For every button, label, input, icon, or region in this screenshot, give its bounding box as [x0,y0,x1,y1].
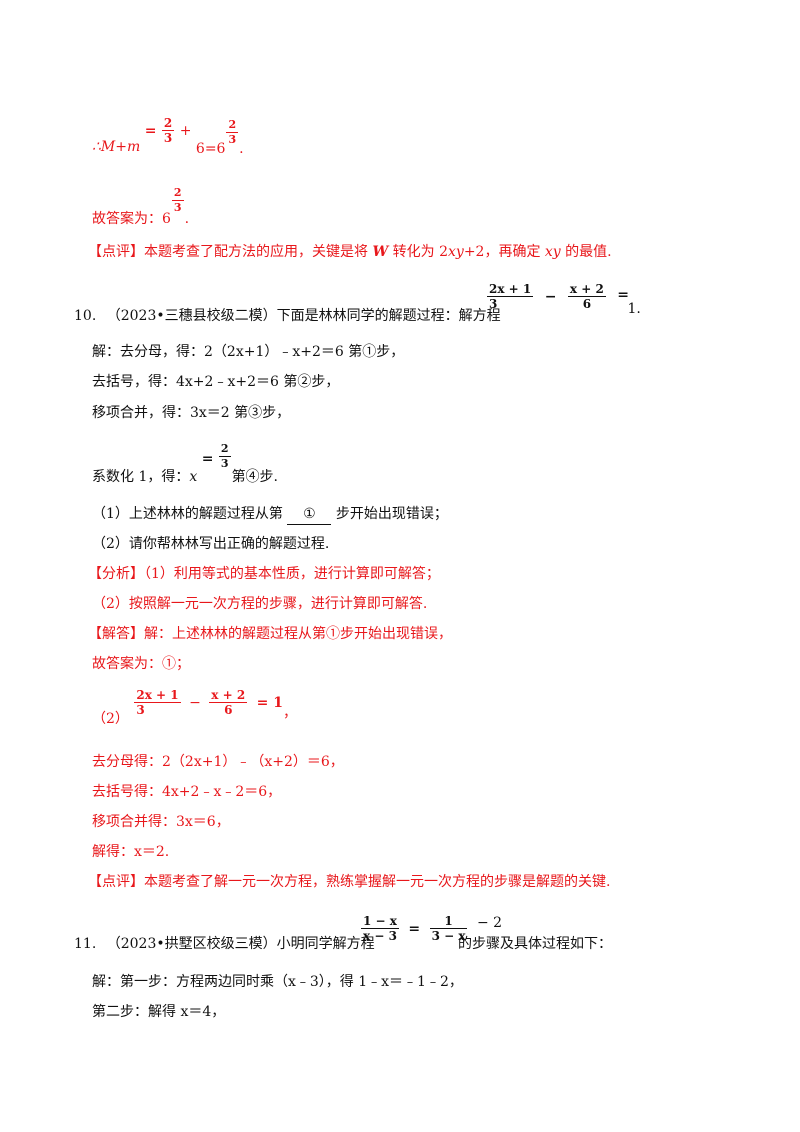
m-plus-m-prefix: ∴M+m [92,138,141,155]
q11-intro-end: 的步骤及具体过程如下： [458,936,612,952]
q10-analysis-1: 【分析】（1）利用等式的基本性质，进行计算即可解答； [88,566,440,582]
m-plus-m-exponent: 2 3 [226,118,239,146]
q11-eq-fraction-2: 1 3 − x [429,914,468,943]
q10-solution-equation: （2） 2x + 1 3 − x + 2 6 = 1， [92,688,298,727]
m-plus-m-plus: + [179,122,192,139]
q10-eq-fraction-2: x + 2 6 [567,282,606,311]
q10-part-1: （1）上述林林的解题过程从第 ① 步开始出现错误； [92,504,448,525]
q10-sol-fraction-1: 2x + 1 3 [134,688,181,717]
q10-solution-step-2: 去括号得：4x+2﹣x﹣2＝6， [92,784,282,800]
q11-intro: （2023•拱墅区校级三模）小明同学解方程 [106,936,375,952]
q10-sol-fraction-2: x + 2 6 [209,688,248,717]
q10-comment-tag: 【点评】 [88,874,144,890]
prev-answer-end: . [184,210,190,227]
q10-number: 10. [74,308,97,324]
q10-equation: 2x + 1 3 − x + 2 6 = 1. [487,282,641,317]
m-plus-m-equals: = [144,122,157,139]
prev-answer-line: 故答案为：6 2 3 . [92,186,189,227]
q10-analysis-tag: 【分析】 [88,566,144,582]
q11-equation: 1 − x x − 3 = 1 3 − x − 2 [361,914,503,943]
q10-answer-1: 【解答】解：上述林林的解题过程从第①步开始出现错误， [88,626,452,642]
q10-step-1: 解：去分母，得：2（2x+1）﹣x+2＝6 第①步， [92,344,405,360]
q10-step-4: 系数化 1，得：x = 2 3 第④步. [92,442,279,485]
q10-intro-line: 10. （2023•三穗县校级二模）下面是林林同学的解题过程：解方程 [74,306,501,326]
prev-comment-tag: 【点评】 [88,244,144,260]
q10-step-3: 移项合并，得：3x＝2 第③步， [92,405,291,421]
q10-part-2: （2）请你帮林林写出正确的解题过程. [92,536,330,552]
q10-intro: （2023•三穗县校级二模）下面是林林同学的解题过程：解方程 [106,308,501,324]
prev-answer-label: 故答案为：6 [92,210,171,227]
q10-comment: 【点评】本题考查了解一元一次方程，熟练掌握解一元一次方程的步骤是解题的关键. [88,874,611,890]
q10-answer-tag: 【解答】 [88,626,144,642]
q11-intro-line: 11. （2023•拱墅区校级三模）小明同学解方程 [74,934,375,954]
prev-comment: 【点评】本题考查了配方法的应用，关键是将 W 转化为 2xy+2，再确定 xy … [88,244,612,260]
prev-answer-exponent: 2 3 [171,186,184,214]
m-plus-m-fraction: 2 3 [161,116,175,145]
q11-eq-fraction-1: 1 − x x − 3 [361,914,399,943]
q10-answer-2: 故答案为：①； [92,656,190,672]
q10-eq-fraction-1: 2x + 1 3 [487,282,534,311]
m-plus-m-line: ∴M+m = 2 3 + 6=6 2 3 . [92,116,244,157]
q11-step-1: 解：第一步：方程两边同时乘（x﹣3），得 1﹣x＝﹣1﹣2， [92,974,463,990]
m-plus-m-end: . [239,140,244,157]
m-plus-m-result: =6 [204,140,226,157]
q11-number: 11. [74,936,97,952]
q10-solution-step-1: 去分母得：2（2x+1）﹣（x+2）＝6， [92,754,344,770]
q10-analysis-2: （2）按照解一元一次方程的步骤，进行计算即可解答. [92,596,428,612]
q11-step-2: 第二步：解得 x＝4， [92,1004,226,1020]
q10-step4-fraction: 2 3 [218,442,231,470]
m-plus-m-six: 6 [195,140,205,157]
q10-solution-step-3: 移项合并得：3x＝6， [92,814,230,830]
q10-answer-blank: ① [287,504,332,525]
q10-step-2: 去括号，得：4x+2﹣x+2＝6 第②步， [92,374,340,390]
q10-solution-step-4: 解得：x＝2. [92,844,170,860]
